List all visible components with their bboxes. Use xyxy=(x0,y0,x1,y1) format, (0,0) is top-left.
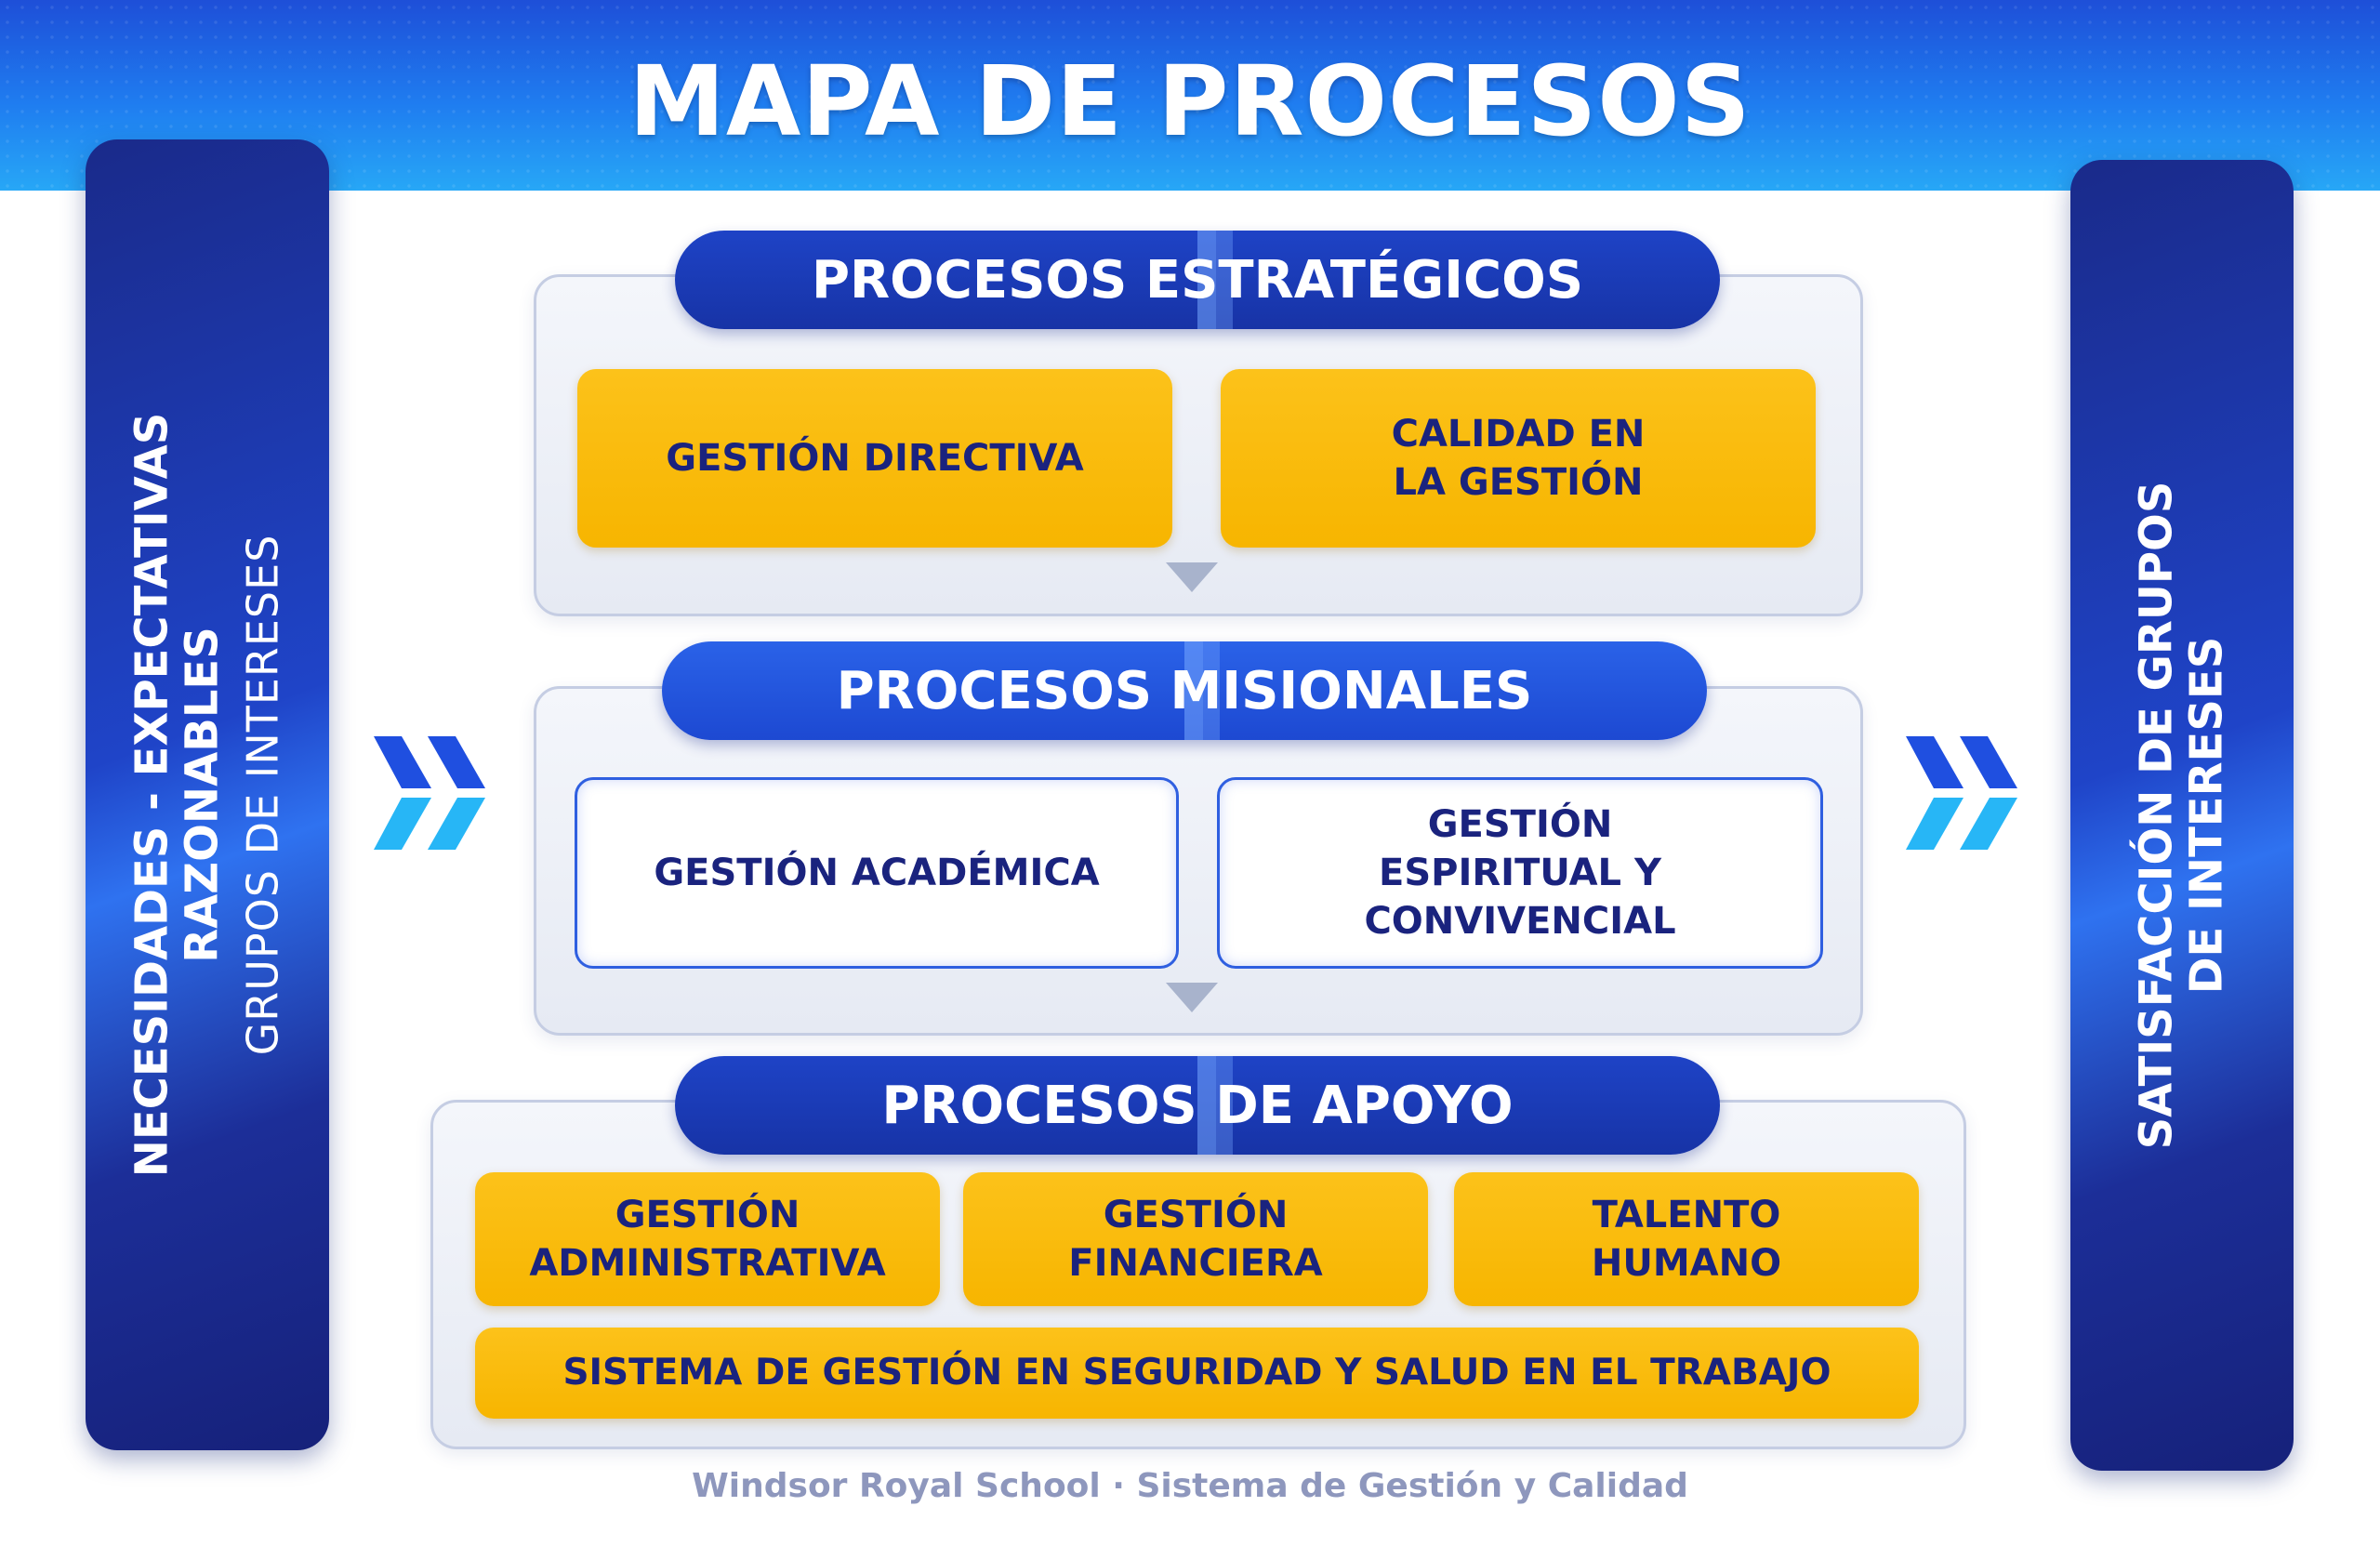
process-gestion-administrativa: GESTIÓN ADMINISTRATIVA xyxy=(475,1172,940,1306)
outputs-line-2: DE INTERESES xyxy=(2180,636,2232,995)
inputs-line-1: NECESIDADES - EXPECTATIVAS xyxy=(126,412,178,1178)
process-talento-humano: TALENTO HUMANO xyxy=(1454,1172,1919,1306)
strategic-processes-title: PROCESOS ESTRATÉGICOS xyxy=(675,231,1720,329)
page-title: MAPA DE PROCESOS xyxy=(628,45,1752,158)
outputs-panel: SATISFACCIÓN DE GRUPOS DE INTERESES xyxy=(2070,160,2294,1471)
process-gestion-directiva: GESTIÓN DIRECTIVA xyxy=(577,369,1172,548)
inputs-panel: NECESIDADES - EXPECTATIVAS RAZONABLES GR… xyxy=(86,139,329,1450)
down-arrow-icon xyxy=(1166,562,1218,592)
process-gestion-financiera: GESTIÓN FINANCIERA xyxy=(963,1172,1428,1306)
support-processes-title: PROCESOS DE APOYO xyxy=(675,1056,1720,1155)
footer-caption: Windsor Royal School · Sistema de Gestió… xyxy=(692,1467,1688,1505)
process-seguridad-salud-trabajo: SISTEMA DE GESTIÓN EN SEGURIDAD Y SALUD … xyxy=(475,1328,1919,1419)
process-calidad-gestion: CALIDAD EN LA GESTIÓN xyxy=(1221,369,1816,548)
down-arrow-icon xyxy=(1166,983,1218,1012)
outputs-panel-text: SATISFACCIÓN DE GRUPOS DE INTERESES xyxy=(2130,481,2232,1150)
chevron-right-icon xyxy=(1906,736,2017,850)
process-gestion-academica: GESTIÓN ACADÉMICA xyxy=(575,777,1179,969)
outputs-line-1: SATISFACCIÓN DE GRUPOS xyxy=(2130,481,2183,1150)
header-band xyxy=(0,0,2380,191)
inputs-panel-text: NECESIDADES - EXPECTATIVAS RAZONABLES GR… xyxy=(126,412,287,1178)
inputs-line-2: RAZONABLES xyxy=(176,627,229,963)
process-gestion-espiritual: GESTIÓN ESPIRITUAL Y CONVIVENCIAL xyxy=(1217,777,1823,969)
chevron-right-icon xyxy=(374,736,485,850)
missional-processes-title: PROCESOS MISIONALES xyxy=(662,641,1707,740)
inputs-line-3: GRUPOS DE INTERESES xyxy=(236,534,287,1056)
